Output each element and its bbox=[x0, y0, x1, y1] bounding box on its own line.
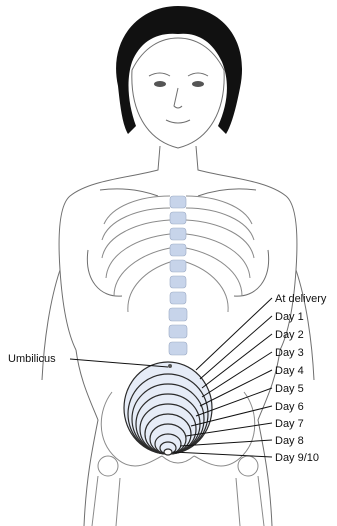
face bbox=[132, 38, 224, 148]
label-day-7: Day 7 bbox=[275, 418, 304, 430]
label-day-1: Day 1 bbox=[275, 311, 304, 323]
label-day-3: Day 3 bbox=[275, 347, 304, 359]
label-day-6: Day 6 bbox=[275, 401, 304, 413]
umbilicus-mark bbox=[168, 364, 172, 368]
label-day-2: Day 2 bbox=[275, 329, 304, 341]
leader-day-3 bbox=[202, 352, 272, 397]
leader-day-1 bbox=[200, 316, 272, 379]
uterus-levels bbox=[124, 362, 212, 455]
label-at-delivery: At delivery bbox=[275, 293, 327, 305]
leader-day-9-10 bbox=[173, 452, 272, 457]
leader-day-2 bbox=[202, 334, 272, 388]
label-day-8: Day 8 bbox=[275, 435, 304, 447]
label-day-5: Day 5 bbox=[275, 383, 304, 395]
label-day-4: Day 4 bbox=[275, 365, 304, 377]
label-day-9-10: Day 9/10 bbox=[275, 452, 319, 464]
label-umbilicus: Umbilicus bbox=[8, 353, 56, 365]
spine bbox=[169, 196, 187, 355]
leader-umbilicus bbox=[70, 359, 168, 367]
